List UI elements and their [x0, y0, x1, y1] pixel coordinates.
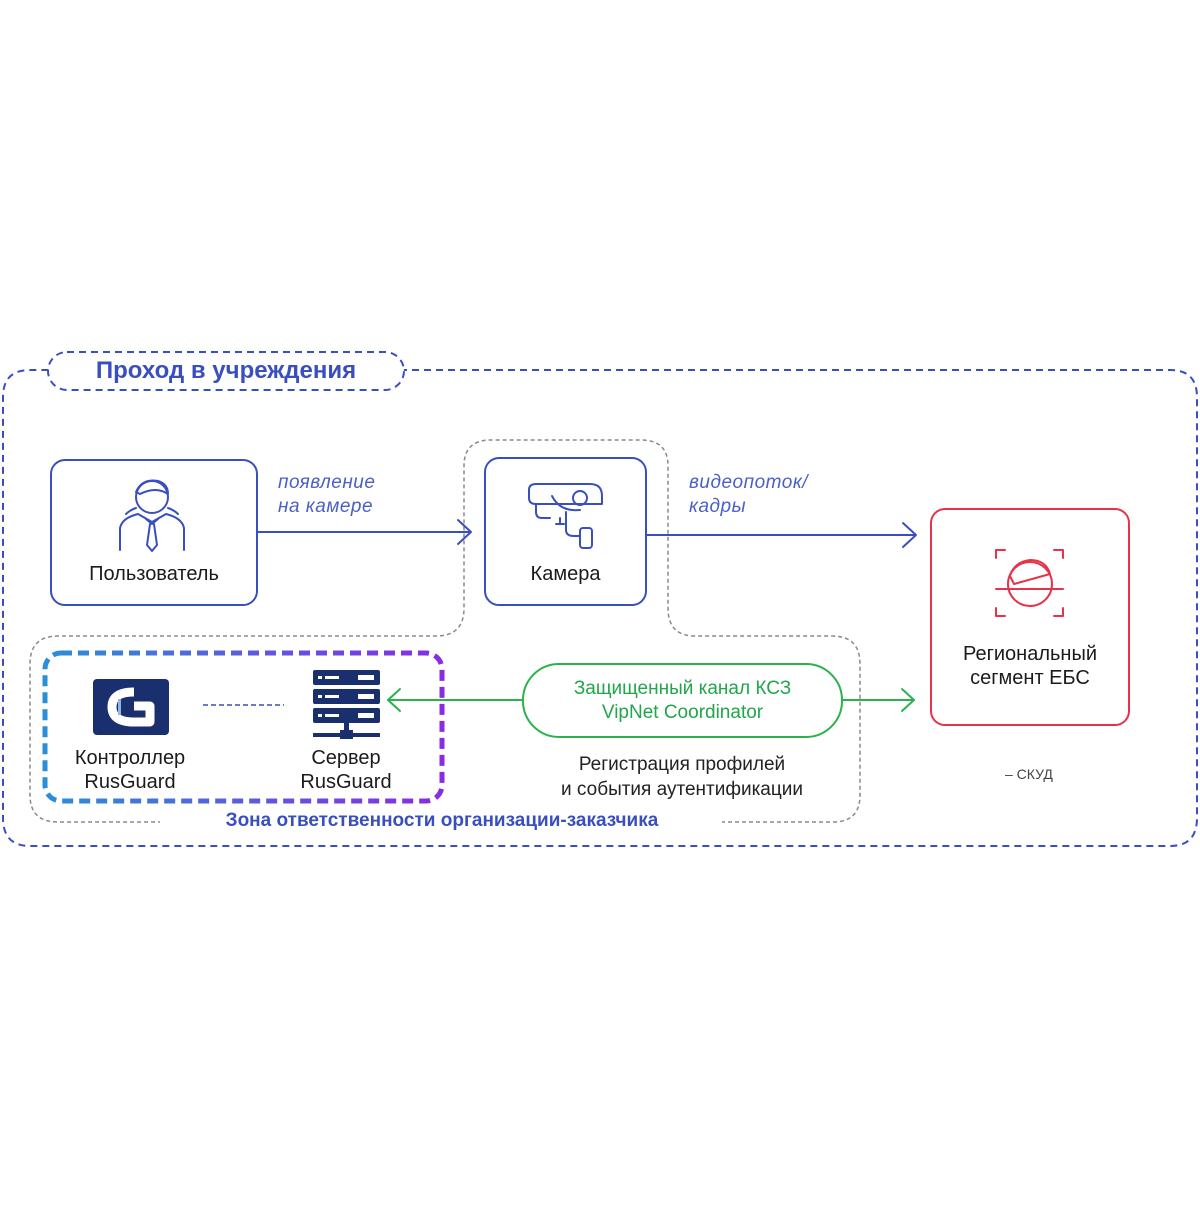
edge-label-appearance-1: появление — [278, 472, 376, 493]
secure-channel-arrow — [387, 688, 915, 712]
secure-channel-label-1: Защищенный канал КСЗ — [573, 678, 792, 699]
page-title: Проход в учреждения — [95, 357, 357, 384]
secure-channel-pill — [522, 663, 843, 738]
registration-note-2: и события аутентификации — [561, 779, 803, 800]
rusguard-logo — [93, 679, 169, 735]
skud-frame — [42, 650, 445, 804]
zone-title: Зона ответственности организации-заказчи… — [225, 810, 659, 831]
customer-zone-border — [29, 439, 861, 823]
face-scan-icon — [995, 549, 1064, 617]
region-node[interactable] — [930, 508, 1130, 726]
region-label-1: Региональный — [962, 643, 1098, 665]
arrow-camera-to-region — [646, 522, 917, 548]
edge-label-video-2: кадры — [689, 496, 747, 517]
registration-note-1: Регистрация профилей — [578, 754, 786, 775]
user-icon — [119, 479, 185, 552]
legend-label: – СКУД — [1005, 766, 1053, 782]
controller-label-2: RusGuard — [84, 771, 176, 793]
arrow-user-to-camera — [257, 519, 472, 545]
user-node[interactable] — [50, 459, 258, 606]
secure-channel-label-2: VipNet Coordinator — [601, 702, 764, 723]
user-label: Пользователь — [89, 563, 219, 585]
server-label-2: RusGuard — [300, 771, 392, 793]
controller-label-1: Контроллер — [74, 747, 186, 769]
server-label-1: Сервер — [311, 747, 381, 769]
region-label-2: сегмент ЕБС — [970, 667, 1090, 689]
zone-title-mask — [162, 808, 722, 834]
camera-icon — [528, 483, 603, 549]
camera-label: Камера — [530, 563, 601, 585]
edge-label-video-1: видеопоток/ — [689, 472, 809, 493]
server-icon — [313, 670, 380, 739]
title-pill — [47, 351, 405, 391]
outer-frame — [2, 351, 1198, 847]
edge-label-appearance-2: на камере — [278, 496, 374, 517]
